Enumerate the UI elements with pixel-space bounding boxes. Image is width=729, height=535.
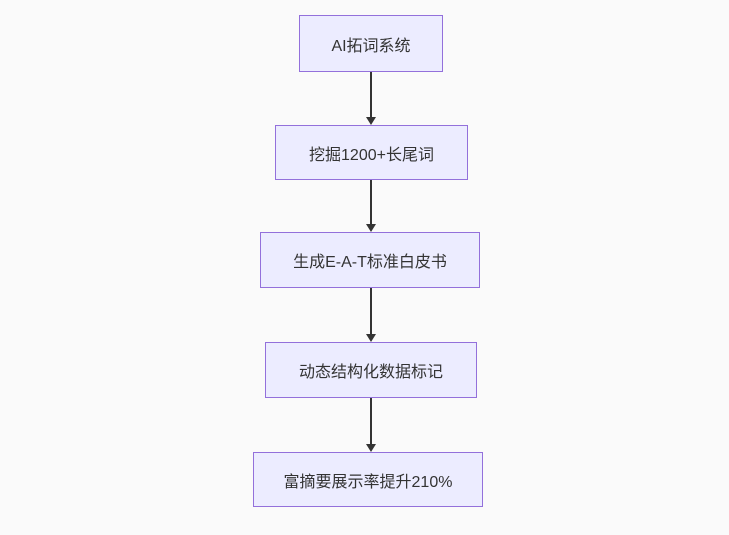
flowchart-node: 挖掘1200+长尾词 — [275, 125, 468, 180]
flowchart-edge — [366, 288, 376, 342]
arrowhead-down-icon — [366, 117, 376, 125]
node-label: 动态结构化数据标记 — [298, 364, 443, 381]
node-label: AI拓词系统 — [331, 37, 411, 55]
arrowhead-down-icon — [366, 444, 376, 452]
node-label: 挖掘1200+长尾词 — [309, 146, 434, 164]
edge-line — [370, 180, 372, 225]
arrowhead-down-icon — [366, 224, 376, 232]
node-label: 富摘要展示率提升210% — [283, 473, 453, 491]
node-label: 生成E-A-T标准白皮书 — [293, 254, 447, 271]
edge-line — [370, 288, 372, 335]
flowchart-node: 富摘要展示率提升210% — [253, 452, 483, 507]
edge-line — [370, 398, 372, 445]
flowchart-edge — [366, 72, 376, 125]
flowchart-edge — [366, 180, 376, 232]
arrowhead-down-icon — [366, 334, 376, 342]
flowchart-node: AI拓词系统 — [299, 15, 443, 72]
edge-line — [370, 72, 372, 118]
flowchart-edge — [366, 398, 376, 452]
flowchart-node: 动态结构化数据标记 — [265, 342, 477, 398]
flowchart-node: 生成E-A-T标准白皮书 — [260, 232, 480, 288]
